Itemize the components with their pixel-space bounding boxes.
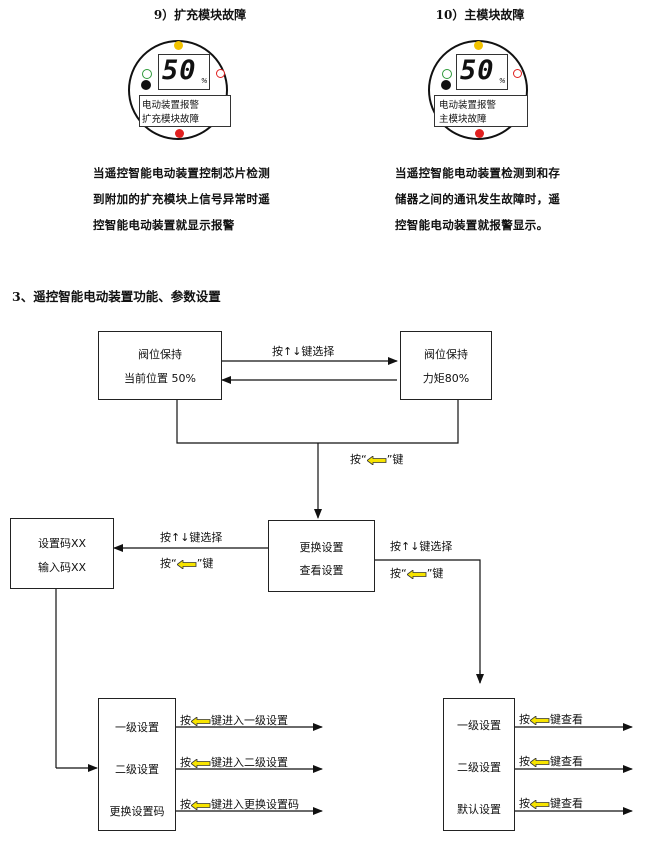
message-line-1: 电动装置报警 <box>439 100 497 111</box>
action-pre: 按 <box>180 756 191 769</box>
box-line: 力矩80% <box>422 372 470 385</box>
lcd-display: 50 % <box>456 54 508 90</box>
label-right-select: 按↑↓键选择 <box>390 540 453 553</box>
led-red-outline-icon <box>513 69 522 78</box>
led-red-icon <box>175 129 184 138</box>
action-post: 键进入二级设置 <box>211 756 288 769</box>
message-line-1: 电动装置报警 <box>142 100 200 111</box>
message-box: 电动装置报警 主模块故障 <box>434 95 528 127</box>
lcd-display: 50 % <box>158 54 210 90</box>
device-panel-fault-9: 50 % 电动装置报警 扩充模块故障 <box>128 40 231 140</box>
label-pre: 按“ <box>350 453 367 466</box>
action-pre: 按 <box>519 755 530 768</box>
led-yellow-icon <box>474 41 483 50</box>
box-settings: 一级设置 二级设置 更换设置码 <box>98 698 176 831</box>
left-arrow-key-icon <box>191 716 211 726</box>
led-yellow-icon <box>174 41 183 50</box>
left-arrow-key-icon <box>530 757 550 767</box>
section-title: 3、遥控智能电动装置功能、参数设置 <box>12 289 221 304</box>
label-left-select: 按↑↓键选择 <box>160 531 223 544</box>
lcd-unit: % <box>201 77 208 85</box>
fault-9-heading: 9）扩充模块故障 <box>153 8 247 22</box>
lcd-unit: % <box>499 77 506 85</box>
action-pre: 按 <box>180 798 191 811</box>
box-line: 输入码XX <box>37 561 87 574</box>
description-line: 控智能电动装置就报警显示。 <box>395 218 549 232</box>
view-action-3: 按 键查看 <box>519 795 583 811</box>
led-black-icon <box>141 80 151 90</box>
left-arrow-key-icon <box>530 799 550 809</box>
box-view: 一级设置 二级设置 默认设置 <box>443 698 515 831</box>
left-arrow-key-icon <box>366 455 387 465</box>
settings-item: 一级设置 <box>115 721 159 734</box>
label-post: ”键 <box>426 567 444 580</box>
label-right-back: 按“ ”键 <box>390 565 443 581</box>
view-action-2: 按 键查看 <box>519 753 583 769</box>
description-line: 储器之间的通讯发生故障时，遥 <box>395 192 561 206</box>
left-arrow-key-icon <box>176 559 197 569</box>
left-arrow-key-icon <box>406 569 427 579</box>
message-line-2: 主模块故障 <box>439 114 487 125</box>
box-line: 更换设置 <box>299 541 344 554</box>
action-post: 键查看 <box>550 797 583 810</box>
message-box: 电动装置报警 扩充模块故障 <box>139 95 231 127</box>
description-line: 当遥控智能电动装置控制芯片检测 <box>93 166 270 180</box>
settings-action-2: 按 键进入二级设置 <box>180 754 288 770</box>
led-red-icon <box>475 129 484 138</box>
led-green-icon <box>142 69 152 79</box>
box-code: 设置码XX 输入码XX <box>10 518 114 589</box>
description-line: 控智能电动装置就显示报警 <box>93 218 235 232</box>
action-post: 键进入更换设置码 <box>211 798 299 811</box>
view-action-1: 按 键查看 <box>519 711 583 727</box>
led-black-icon <box>441 80 451 90</box>
fault-10-heading: 10）主模块故障 <box>435 8 525 22</box>
left-arrow-key-icon <box>191 800 211 810</box>
label-updown-select-top: 按↑↓键选择 <box>272 345 335 358</box>
box-hold-position: 阀位保持 当前位置 50% <box>98 331 222 400</box>
box-line: 设置码XX <box>37 537 87 550</box>
lcd-value: 50 <box>162 55 197 86</box>
action-post: 键进入一级设置 <box>211 714 288 727</box>
description-line: 当遥控智能电动装置检测到和存 <box>395 166 561 180</box>
label-left-back: 按“ ”键 <box>160 555 213 571</box>
message-line-2: 扩充模块故障 <box>142 114 200 125</box>
label-post: ”键 <box>386 453 404 466</box>
description-line: 到附加的扩充模块上信号异常时遥 <box>93 192 270 206</box>
box-hold-torque: 阀位保持 力矩80% <box>400 331 492 400</box>
label-back-key-mid: 按“ ”键 <box>350 451 403 467</box>
action-pre: 按 <box>180 714 191 727</box>
view-item: 二级设置 <box>457 761 501 774</box>
fault-9-description: 当遥控智能电动装置控制芯片检测 到附加的扩充模块上信号异常时遥 控智能电动装置就… <box>93 160 303 238</box>
view-item: 一级设置 <box>457 719 501 732</box>
left-arrow-key-icon <box>530 715 550 725</box>
box-line: 当前位置 50% <box>124 372 196 385</box>
label-pre: 按“ <box>160 557 177 570</box>
box-change-view: 更换设置 查看设置 <box>268 520 375 592</box>
action-pre: 按 <box>519 797 530 810</box>
settings-item: 二级设置 <box>115 763 159 776</box>
fault-10-description: 当遥控智能电动装置检测到和存 储器之间的通讯发生故障时，遥 控智能电动装置就报警… <box>395 160 605 238</box>
action-pre: 按 <box>519 713 530 726</box>
settings-action-1: 按 键进入一级设置 <box>180 712 288 728</box>
box-line: 阀位保持 <box>424 348 468 361</box>
action-post: 键查看 <box>550 713 583 726</box>
box-line: 查看设置 <box>299 564 344 577</box>
lcd-value: 50 <box>460 55 495 86</box>
led-green-icon <box>442 69 452 79</box>
left-arrow-key-icon <box>191 758 211 768</box>
label-post: ”键 <box>196 557 214 570</box>
settings-action-3: 按 键进入更换设置码 <box>180 796 299 812</box>
led-red-outline-icon <box>216 69 225 78</box>
label-pre: 按“ <box>390 567 407 580</box>
device-panel-fault-10: 50 % 电动装置报警 主模块故障 <box>428 40 528 140</box>
box-line: 阀位保持 <box>138 348 182 361</box>
action-post: 键查看 <box>550 755 583 768</box>
settings-item: 更换设置码 <box>109 805 165 818</box>
view-item: 默认设置 <box>457 803 501 816</box>
